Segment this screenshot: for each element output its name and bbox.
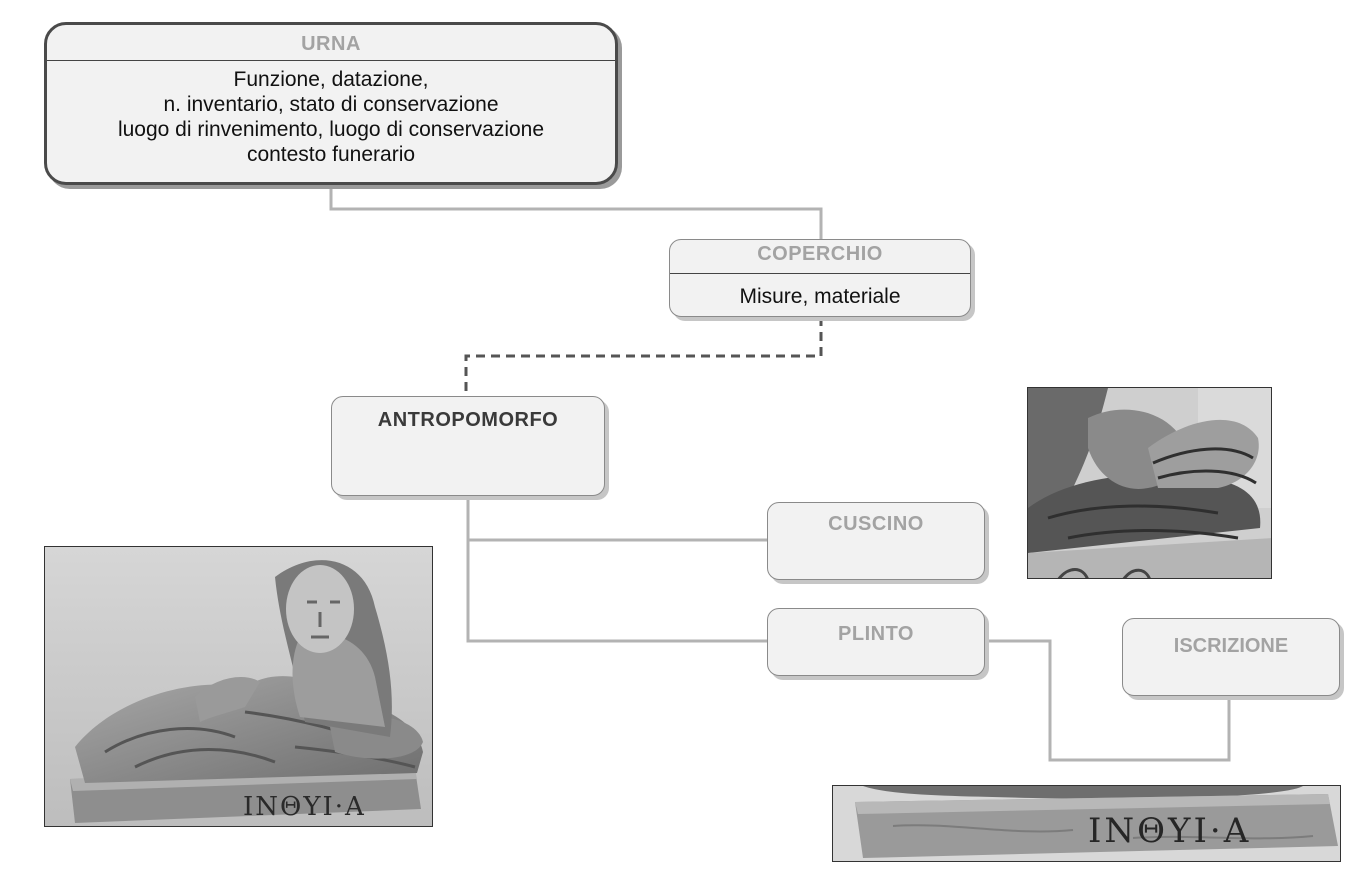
node-antropomorfo-title: ANTROPOMORFO	[377, 409, 559, 431]
urn-lid-photo: ΙΝΘΥΙ·Α	[44, 546, 433, 827]
urn-inscription-text: ΙΝΘΥΙ·Α	[243, 792, 366, 822]
node-coperchio-divider	[670, 273, 970, 274]
connector-plinto-iscrizione	[985, 639, 1231, 762]
connector-urna-coperchio	[329, 185, 823, 239]
node-urna-title: URNA	[301, 33, 361, 55]
node-urna-divider	[47, 60, 615, 61]
urna-line-4: contesto funerario	[246, 143, 416, 166]
node-iscrizione-title: ISCRIZIONE	[1173, 635, 1289, 657]
node-iscrizione: ISCRIZIONE	[1122, 618, 1340, 696]
plinth-inscription-photo: ΙΝΘΥΙ·Α	[832, 785, 1341, 862]
plinth-inscription-text: ΙΝΘΥΙ·Α	[1088, 811, 1251, 851]
node-antropomorfo: ANTROPOMORFO	[331, 396, 605, 496]
urna-line-3: luogo di rinvenimento, luogo di conserva…	[117, 118, 545, 141]
node-cuscino-title: CUSCINO	[828, 513, 924, 535]
node-coperchio-title: COPERCHIO	[757, 243, 883, 265]
connector-antropomorfo-cuscino	[466, 496, 767, 542]
urna-line-1: Funzione, datazione,	[233, 68, 429, 91]
node-coperchio-body: Misure, materiale	[739, 285, 901, 308]
node-plinto: PLINTO	[767, 608, 985, 676]
node-urna: URNA Funzione, datazione, n. inventario,…	[44, 22, 618, 185]
node-cuscino: CUSCINO	[767, 502, 985, 580]
node-urna-body: Funzione, datazione, n. inventario, stat…	[47, 61, 615, 167]
node-coperchio: COPERCHIO Misure, materiale	[669, 239, 971, 317]
drapery-detail-photo	[1027, 387, 1272, 579]
connector-antropomorfo-plinto	[466, 540, 767, 643]
node-plinto-title: PLINTO	[838, 623, 914, 645]
urna-line-2: n. inventario, stato di conservazione	[163, 93, 499, 116]
connector-coperchio-antropomorfo	[464, 317, 823, 396]
